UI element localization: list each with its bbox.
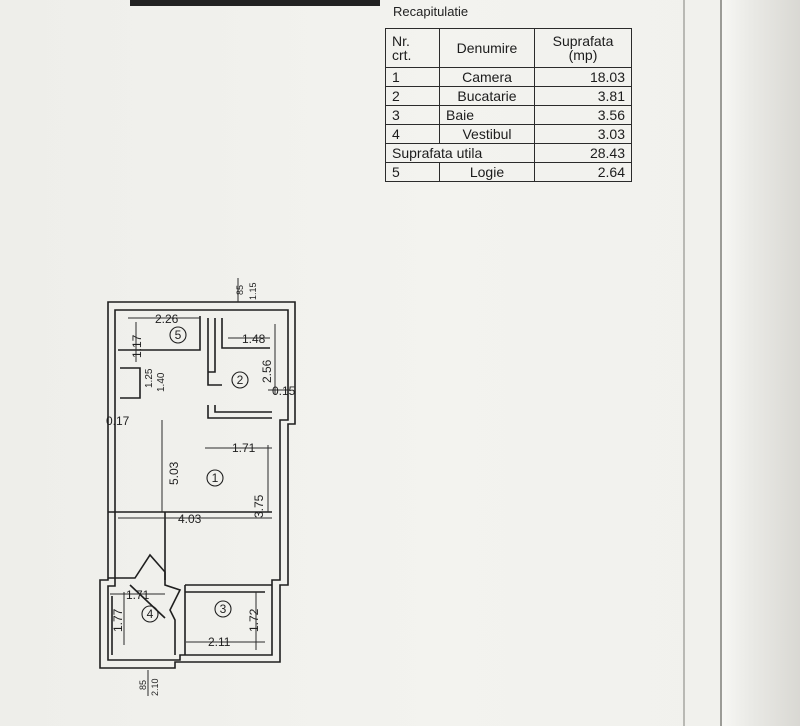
dim-label: 0.15 — [272, 384, 296, 398]
dim-label: 85 — [235, 285, 245, 295]
dimension-labels: 2.26 1.17 1.48 2.56 0.15 85 1.15 1.25 1.… — [106, 282, 296, 696]
plan-walls — [99, 301, 296, 669]
dim-label: 1.77 — [111, 608, 125, 632]
room-number: 4 — [147, 607, 154, 621]
header-suprafata: Suprafata (mp) — [534, 28, 632, 68]
dim-label: 1.17 — [130, 334, 144, 358]
row-name: Bucatarie — [439, 86, 535, 106]
room-marker-5 — [169, 326, 187, 344]
row-area: 3.81 — [534, 86, 632, 106]
row-area: 18.03 — [534, 67, 632, 87]
scan-shadow — [130, 0, 380, 6]
room-markers — [141, 326, 249, 623]
dim-label: 85 — [138, 680, 148, 690]
dim-label: 1.71 — [232, 441, 256, 455]
room-number: 1 — [212, 471, 219, 485]
page-margin-strip — [722, 0, 800, 726]
table-row: 4 Vestibul 3.03 — [385, 124, 632, 144]
table-row: 2 Bucatarie 3.81 — [385, 86, 632, 106]
table-row: 1 Camera 18.03 — [385, 67, 632, 87]
dim-label: 1.72 — [247, 608, 261, 632]
dim-label: 4.03 — [178, 512, 202, 526]
room-number: 2 — [237, 373, 244, 387]
dim-label: 1.40 — [156, 372, 167, 392]
row-name: Logie — [439, 162, 535, 182]
sheet-edge — [683, 0, 685, 726]
room-numbers: 5 2 1 3 4 — [147, 328, 244, 621]
sheet-edge — [720, 0, 722, 726]
room-marker-3 — [214, 600, 232, 618]
room-marker-1 — [206, 469, 224, 487]
row-name: Vestibul — [439, 124, 535, 144]
dim-label: 2.26 — [155, 312, 179, 326]
dim-label: 1.15 — [248, 282, 258, 300]
recap-title: Recapitulatie — [393, 4, 469, 19]
dim-label: 2.10 — [150, 678, 160, 696]
room-number: 5 — [175, 328, 182, 342]
dim-label: 2.56 — [260, 359, 274, 383]
row-name: Suprafata utila — [385, 143, 535, 163]
dim-label: 5.03 — [167, 461, 181, 485]
room-marker-4 — [141, 605, 159, 623]
row-area: 2.64 — [534, 162, 632, 182]
table-row: 5 Logie 2.64 — [385, 162, 632, 182]
recap-table: Nr. crt. Denumire Suprafata (mp) 1 Camer… — [385, 28, 632, 182]
dimension-lines — [110, 278, 290, 696]
dim-label: 0.17 — [106, 414, 130, 428]
dim-label: 1.25 — [144, 368, 155, 388]
table-row-total: Suprafata utila 28.43 — [385, 143, 632, 163]
room-number: 3 — [220, 602, 227, 616]
room-marker-2 — [231, 371, 249, 389]
header-nr: Nr. crt. — [385, 28, 440, 68]
dim-label: 3.75 — [252, 494, 266, 518]
row-name: Camera — [439, 67, 535, 87]
table-header-row: Nr. crt. Denumire Suprafata (mp) — [385, 28, 632, 68]
dim-label: 2.11 — [208, 635, 231, 649]
dim-label: 1.48 — [242, 332, 266, 346]
dim-label: 1.71 — [126, 588, 150, 602]
